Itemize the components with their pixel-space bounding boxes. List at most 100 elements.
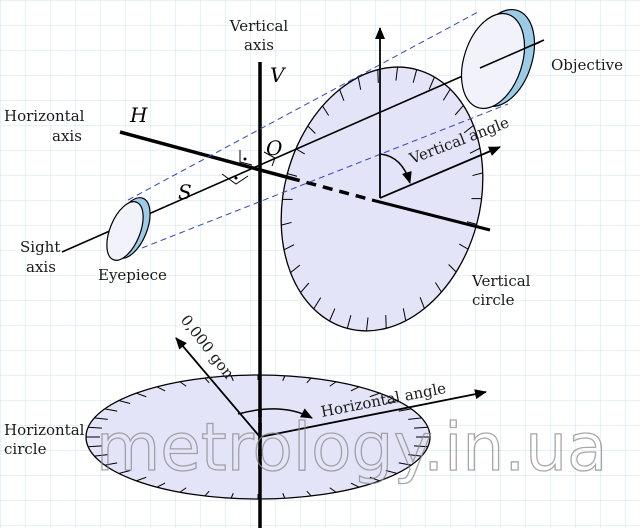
tick-mark bbox=[329, 487, 337, 493]
tick-mark bbox=[402, 308, 407, 321]
horizontal-axis-dashed bbox=[289, 176, 373, 202]
tick-mark bbox=[350, 482, 360, 488]
zero-gon-arrow bbox=[175, 337, 261, 438]
telescope-dashed-lower bbox=[141, 103, 509, 249]
tick-mark bbox=[136, 476, 147, 482]
tick-mark bbox=[472, 172, 483, 177]
tick-mark bbox=[179, 487, 187, 493]
tick-mark bbox=[104, 462, 118, 466]
tick-mark bbox=[395, 67, 399, 81]
tick-mark bbox=[287, 173, 298, 177]
tick-mark bbox=[230, 375, 234, 381]
tick-mark bbox=[412, 69, 418, 83]
tick-mark bbox=[307, 125, 316, 134]
tick-mark bbox=[398, 408, 412, 412]
tick-mark bbox=[329, 381, 337, 387]
tick-mark bbox=[230, 493, 234, 499]
tick-mark bbox=[385, 400, 398, 405]
o-symbol: O bbox=[266, 136, 282, 160]
tick-mark bbox=[204, 377, 210, 384]
tick-mark bbox=[290, 264, 301, 273]
tick-mark bbox=[442, 88, 451, 101]
tick-mark bbox=[300, 282, 310, 293]
eyepiece-label: Eyepiece bbox=[98, 266, 167, 284]
h-symbol: H bbox=[129, 103, 148, 127]
tick-mark bbox=[466, 221, 477, 225]
sight-axis-front bbox=[479, 39, 545, 69]
tick-mark bbox=[88, 445, 102, 448]
tick-mark bbox=[459, 243, 469, 250]
sight-axis-label-1: Sight bbox=[20, 238, 60, 256]
vertical-angle-arrow bbox=[379, 146, 501, 199]
tick-mark bbox=[346, 315, 352, 329]
tick-mark bbox=[282, 375, 286, 381]
v-symbol: V bbox=[270, 63, 287, 87]
horizontal-angle-arrow bbox=[259, 389, 487, 438]
tick-mark bbox=[282, 493, 286, 499]
watermark: metrology.in.ua bbox=[96, 409, 608, 486]
vertical-angle-arc bbox=[379, 153, 412, 184]
tick-mark bbox=[408, 454, 422, 457]
s-symbol: S bbox=[178, 180, 192, 204]
objective-label: Objective bbox=[551, 56, 623, 74]
tick-mark bbox=[281, 221, 292, 226]
horizontal-circle-label-1: Horizontal bbox=[4, 421, 85, 439]
tick-mark bbox=[156, 482, 166, 488]
tick-mark bbox=[365, 317, 369, 331]
tick-mark bbox=[469, 147, 481, 154]
tick-mark bbox=[295, 148, 305, 155]
tick-mark bbox=[385, 469, 398, 474]
tick-mark bbox=[419, 297, 425, 309]
right-angle-symbol-1 bbox=[239, 150, 253, 166]
vertical-axis-label-2: axis bbox=[244, 36, 274, 54]
right-angle-symbol-3 bbox=[263, 151, 276, 167]
vertical-axis-label-1: Vertical bbox=[229, 17, 289, 35]
vertical-circle-label-2: circle bbox=[472, 291, 515, 309]
tick-mark bbox=[463, 125, 474, 134]
tick-mark bbox=[398, 462, 412, 466]
horizontal-angle-arc bbox=[237, 408, 313, 419]
tick-mark bbox=[448, 264, 457, 273]
horizontal-axis-line bbox=[119, 130, 291, 180]
right-angle-dot-1 bbox=[243, 157, 247, 161]
horizontal-circle-ticks bbox=[86, 375, 430, 499]
tick-mark bbox=[94, 454, 108, 457]
tick-mark bbox=[434, 282, 442, 293]
tick-mark bbox=[156, 386, 166, 392]
tick-mark bbox=[369, 392, 380, 398]
tick-mark bbox=[118, 469, 131, 474]
tick-mark bbox=[94, 417, 108, 420]
sight-axis-label-2: axis bbox=[26, 258, 56, 276]
vertical-circle-label-1: Vertical bbox=[471, 272, 531, 290]
tick-mark bbox=[179, 381, 187, 387]
tick-mark bbox=[408, 417, 422, 420]
horizontal-circle bbox=[85, 374, 431, 500]
telescope-dashed-upper bbox=[127, 11, 479, 201]
tick-mark bbox=[414, 426, 428, 429]
tick-mark bbox=[306, 490, 312, 497]
horizontal-axis-label-2: axis bbox=[52, 127, 82, 145]
vertical-circle-ticks bbox=[281, 67, 483, 331]
horizontal-axis-label-1: Horizontal bbox=[4, 107, 85, 125]
tick-mark bbox=[454, 105, 464, 116]
horizontal-circle-label-2: circle bbox=[4, 440, 47, 458]
tick-mark bbox=[369, 476, 380, 482]
tick-mark bbox=[322, 105, 330, 116]
tick-mark bbox=[350, 386, 360, 392]
tick-mark bbox=[88, 426, 102, 429]
tick-mark bbox=[136, 392, 147, 398]
tick-mark bbox=[339, 89, 345, 101]
horizontal-axis-end bbox=[371, 198, 491, 232]
tick-mark bbox=[329, 308, 336, 322]
tick-mark bbox=[283, 244, 295, 251]
tick-mark bbox=[118, 400, 131, 405]
tick-mark bbox=[313, 297, 322, 310]
tick-mark bbox=[428, 76, 435, 90]
tick-mark bbox=[204, 490, 210, 497]
tick-mark bbox=[104, 408, 118, 412]
eyepiece-lens bbox=[106, 197, 151, 261]
right-angle-symbol-2 bbox=[221, 173, 249, 185]
tick-mark bbox=[414, 445, 428, 448]
